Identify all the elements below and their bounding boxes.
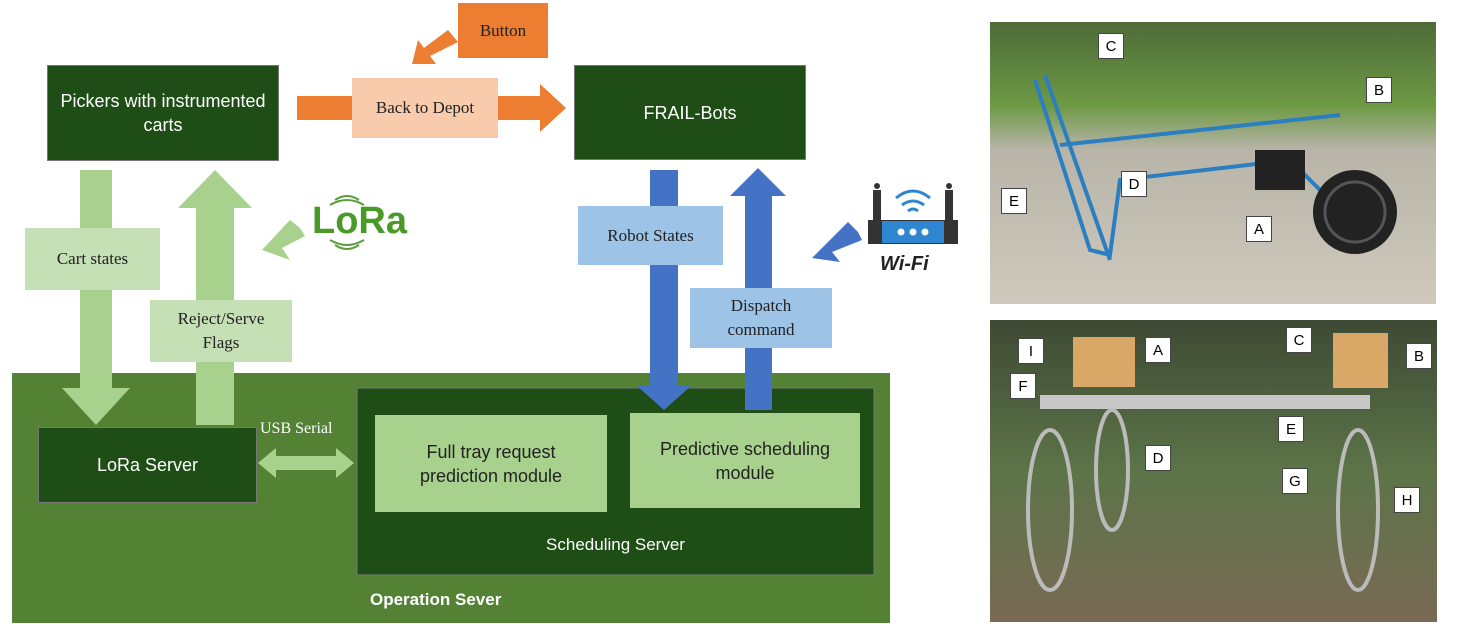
- photo-label: F: [1010, 373, 1036, 399]
- cart-states-label: Cart states: [25, 228, 160, 290]
- photo-label: D: [1121, 171, 1147, 197]
- predictive-scheduling-module: Predictive scheduling module: [630, 413, 860, 508]
- photo-label: G: [1282, 468, 1308, 494]
- photo-label: A: [1145, 337, 1171, 363]
- lora-arrow: [262, 220, 305, 260]
- button-arrow: [412, 30, 458, 64]
- usb-serial-label: USB Serial: [260, 420, 333, 437]
- back-to-depot-label: Back to Depot: [352, 78, 498, 138]
- lora-logo: [329, 195, 365, 250]
- photo-label: C: [1286, 327, 1312, 353]
- photo-label: C: [1098, 33, 1124, 59]
- pickers-node: Pickers with instrumented carts: [47, 65, 279, 161]
- scheduling-server-label: Scheduling Server: [546, 535, 685, 554]
- photo-label: H: [1394, 487, 1420, 513]
- frail-bots-node: FRAIL-Bots: [574, 65, 806, 160]
- wifi-arrow: [812, 222, 862, 262]
- photo-label: E: [1001, 188, 1027, 214]
- photo-label: I: [1018, 338, 1044, 364]
- photo-label: D: [1145, 445, 1171, 471]
- cart-states-arrow: [62, 170, 130, 425]
- dispatch-label: Dispatch command: [690, 288, 832, 348]
- usb-serial-arrow: [258, 448, 354, 478]
- photo-label: A: [1246, 216, 1272, 242]
- operation-server-label: Operation Sever: [370, 590, 502, 609]
- full-tray-module: Full tray request prediction module: [375, 415, 607, 512]
- lora-logo-text: LoRa: [312, 200, 407, 242]
- wifi-logo-text: Wi-Fi: [880, 253, 929, 275]
- wifi-router-icon: [868, 183, 958, 244]
- photo-label: B: [1366, 77, 1392, 103]
- reject-serve-label: Reject/Serve Flags: [150, 300, 292, 362]
- photo-instrumented-cart: [990, 22, 1436, 304]
- photo-label: B: [1406, 343, 1432, 369]
- photo-label: E: [1278, 416, 1304, 442]
- button-node: Button: [458, 3, 548, 58]
- robot-states-label: Robot States: [578, 206, 723, 265]
- lora-server-node: LoRa Server: [38, 427, 257, 503]
